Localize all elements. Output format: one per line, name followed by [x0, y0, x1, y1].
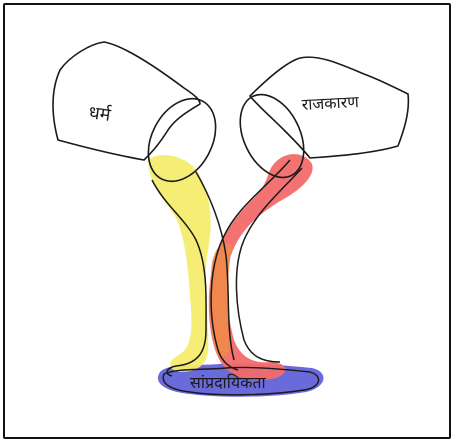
left-pot [53, 42, 200, 160]
left-pot-label: धर्म [87, 101, 113, 126]
left-stream [148, 155, 211, 372]
bottom-pool-label: सांप्रदायिकता [190, 373, 267, 392]
right-pot-label: राजकारण [301, 92, 359, 114]
